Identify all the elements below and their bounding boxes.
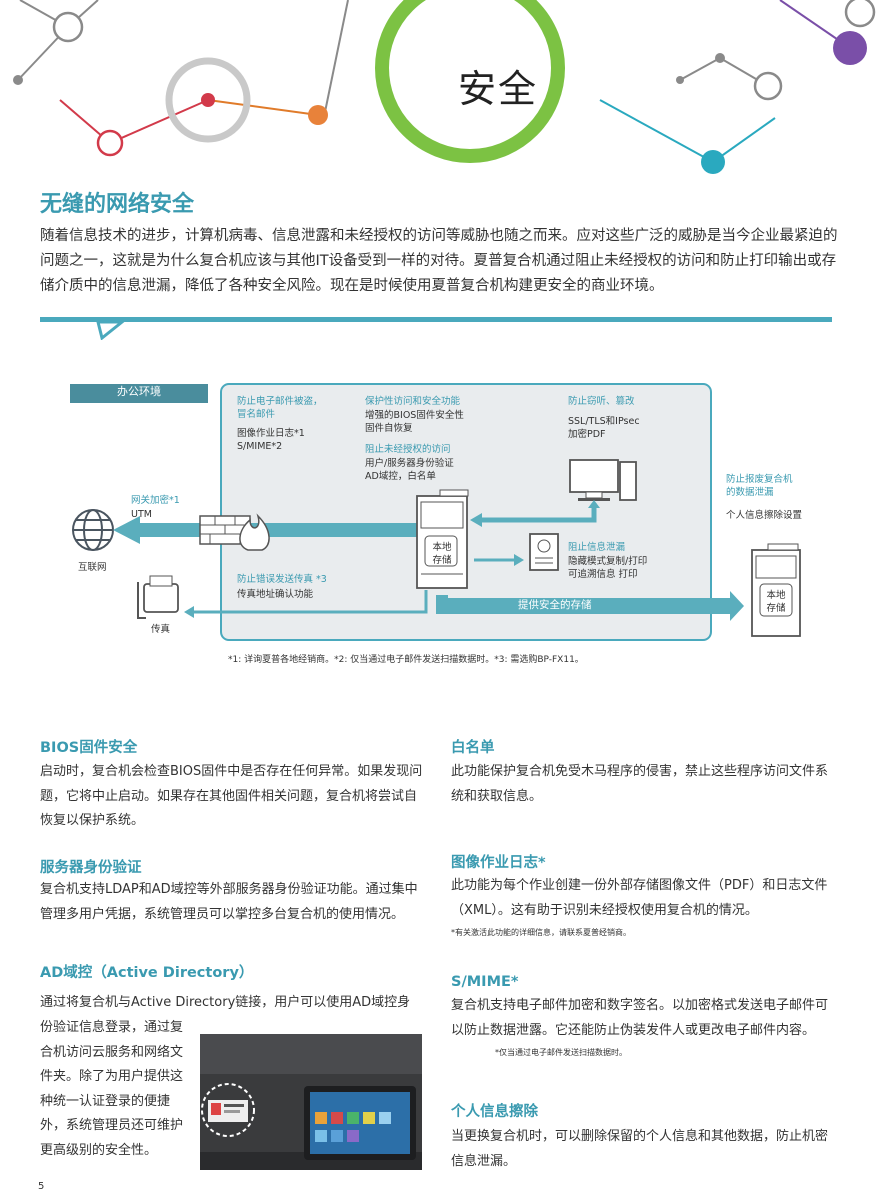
bios-heading: BIOS固件安全: [40, 740, 138, 756]
security-diagram: [70, 383, 801, 641]
server-auth-heading: 服务器身份验证: [40, 860, 142, 876]
fax-icon: [137, 575, 179, 619]
firewall-icon: [199, 513, 270, 551]
computer-icon: [569, 459, 637, 501]
page-hero-title: 安全: [458, 67, 539, 111]
globe-icon: [72, 509, 114, 551]
fax-label: 传真: [151, 624, 171, 635]
network-decoration: [13, 0, 876, 174]
internet-label: 互联网: [78, 562, 107, 573]
tamper-protection-items: SSL/TLS和IPsec 加密PDF: [568, 416, 640, 440]
fax-protection-title: 防止错误发送传真 *3: [237, 574, 327, 585]
gateway-encryption-title: 网关加密*1: [131, 495, 180, 506]
intro-paragraph: 随着信息技术的进步，计算机病毒、信息泄露和未经授权的访问等威胁也随之而来。应对这…: [40, 228, 838, 294]
server-auth-body: 复合机支持LDAP和AD域控等外部服务器身份验证功能。通过集中管理多用户凭据，系…: [40, 882, 418, 922]
page-number: 5: [38, 1181, 45, 1192]
office-environment-label: 办公环境: [117, 385, 161, 398]
leak-prevention-items: 隐藏模式复制/打印 可追溯信息 打印: [568, 556, 648, 580]
disposal-protection-items: 个人信息擦除设置: [726, 510, 803, 521]
section-title: 无缝的网络安全: [40, 192, 195, 217]
mfp-icon: [416, 489, 469, 589]
diagram-footnote: *1: 详询夏普各地经销商。*2: 仅当通过电子邮件发送扫描数据时。*3: 需选…: [228, 655, 584, 665]
email-protection-title: 防止电子邮件被盗， 冒名邮件: [237, 396, 323, 420]
secure-storage-label: 提供安全的存储: [518, 599, 592, 611]
email-protection-items: 图像作业日志*1 S/MIME*2: [237, 428, 305, 452]
local-storage-label: 本地 存储: [432, 542, 452, 566]
whitelist-body: 此功能保护复合机免受木马程序的侵害，禁止这些程序访问文件系统和获取信息。: [451, 764, 829, 804]
tamper-protection-title: 防止窃听、篡改: [568, 396, 635, 407]
image-log-body: 此功能为每个作业创建一份外部存储图像文件（PDF）和日志文件（XML）。这有助于…: [451, 878, 828, 918]
leak-prevention-title: 阻止信息泄漏: [568, 542, 626, 553]
erase-heading: 个人信息擦除: [451, 1104, 538, 1120]
disposed-mfp-icon: [751, 543, 801, 637]
smime-heading: S/MIME*: [451, 974, 519, 990]
unauthorized-access-items: 用户/服务器身份验证 AD域控，白名单: [365, 458, 454, 482]
smime-note: *仅当通过电子邮件发送扫描数据时。: [495, 1048, 627, 1057]
mfp-panel-photo: [200, 1034, 422, 1170]
ad-heading: AD域控（Active Directory）: [40, 965, 254, 981]
access-protection-items: 增强的BIOS固件安全性 固件自恢复: [365, 410, 464, 434]
smime-body: 复合机支持电子邮件加密和数字签名。以加密格式发送电子邮件可以防止数据泄露。它还能…: [451, 998, 829, 1038]
fax-protection-items: 传真地址确认功能: [237, 589, 314, 600]
gateway-utm-label: UTM: [131, 509, 152, 520]
disposal-protection-title: 防止报废复合机 的数据泄漏: [726, 474, 793, 498]
whitelist-heading: 白名单: [451, 740, 495, 756]
image-log-note: *有关激活此功能的详细信息，请联系夏普经销商。: [451, 928, 631, 937]
unauthorized-access-title: 阻止未经授权的访问: [365, 444, 451, 455]
section-divider: [40, 317, 832, 340]
bios-body: 启动时，复合机会检查BIOS固件中是否存在任何异常。如果发现问题，它将中止启动。…: [40, 764, 423, 828]
image-log-heading: 图像作业日志*: [451, 855, 546, 871]
disposed-storage-label: 本地 存储: [766, 590, 786, 614]
ad-body: 份验证信息登录，通过复合机访问云服务和网络文件夹。除了为用户提供这种统一认证登录…: [40, 1020, 184, 1158]
ad-body-line1: 通过将复合机与Active Directory链接，用户可以使用AD域控身: [40, 995, 411, 1010]
access-protection-title: 保护性访问和安全功能: [365, 396, 461, 407]
erase-body: 当更换复合机时，可以删除保留的个人信息和其他数据，防止机密信息泄漏。: [451, 1129, 829, 1169]
document-icon: [529, 533, 559, 571]
